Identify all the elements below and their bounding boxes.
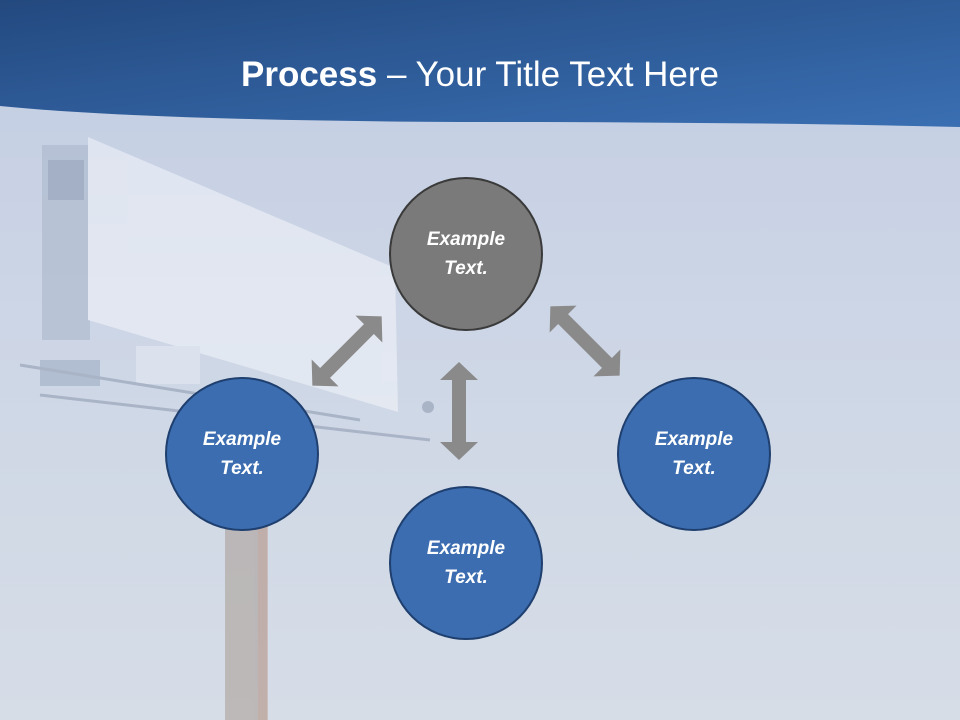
- title-bold-part: Process: [241, 55, 378, 94]
- process-node-left: Example Text.: [165, 377, 319, 531]
- process-node-right: Example Text.: [617, 377, 771, 531]
- title-rest-part: – Your Title Text Here: [377, 55, 719, 94]
- double-arrow-top-left: [311, 315, 383, 387]
- header-band: [0, 0, 960, 127]
- double-arrow-top-right: [549, 305, 621, 377]
- slide-title: Process – Your Title Text Here: [0, 52, 960, 98]
- node-label: Example Text.: [426, 229, 506, 279]
- process-node-bottom: Example Text.: [389, 486, 543, 640]
- double-arrow-vertical: [440, 362, 478, 460]
- node-label: Example Text.: [426, 538, 506, 588]
- node-label: Example Text.: [202, 429, 282, 479]
- node-label: Example Text.: [654, 429, 734, 479]
- process-node-top: Example Text.: [389, 177, 543, 331]
